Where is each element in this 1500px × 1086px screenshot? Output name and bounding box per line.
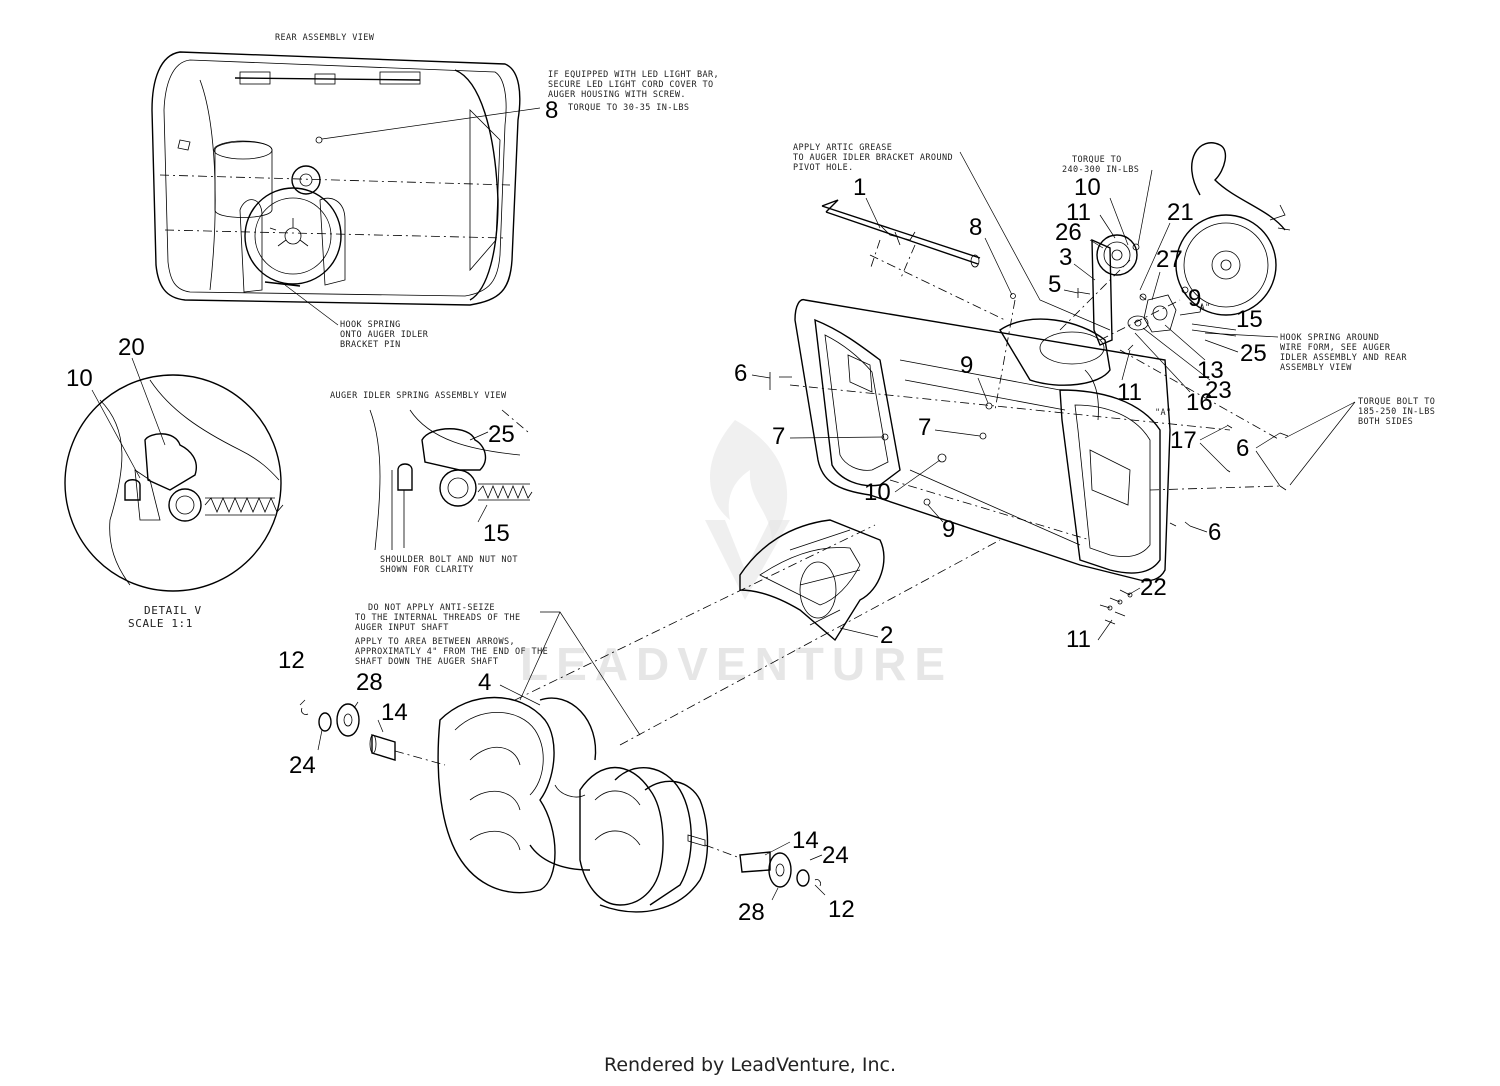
callout-11-mid: 11: [1117, 379, 1142, 406]
callout-20: 20: [118, 334, 145, 361]
note-seize-1: DO NOT APPLY ANTI-SEIZE: [368, 603, 495, 613]
callout-28-right: 28: [738, 899, 765, 926]
callout-9-mid: 9: [960, 352, 973, 379]
callout-6-right: 6: [1236, 435, 1249, 462]
callout-10-mid: 10: [864, 479, 891, 506]
callout-12-right: 12: [828, 896, 855, 923]
note-torque-185-1: TORQUE BOLT TO: [1358, 397, 1435, 407]
note-grease-3: PIVOT HOLE.: [793, 163, 854, 173]
callout-4: 4: [478, 669, 491, 696]
note-hook-3: BRACKET PIN: [340, 340, 401, 350]
callout-14-right: 14: [792, 827, 819, 854]
mark-a-lower: "A": [1155, 408, 1172, 418]
callout-24-left: 24: [289, 752, 316, 779]
callout-10-top: 10: [1074, 174, 1101, 201]
note-shoulder-2: SHOWN FOR CLARITY: [380, 565, 474, 575]
footer-credit: Rendered by LeadVenture, Inc.: [603, 1054, 897, 1076]
note-wire-1: HOOK SPRING AROUND: [1280, 333, 1379, 343]
note-wire-2: WIRE FORM, SEE AUGER: [1280, 343, 1391, 353]
callout-6-low: 6: [1208, 519, 1221, 546]
callout-21: 21: [1167, 199, 1194, 226]
callouts: 1 8 10 11 21 26 3 27 5 9 15 25 13 23 16 …: [278, 174, 1281, 926]
callout-11-low: 11: [1066, 626, 1091, 653]
callout-25: 25: [1240, 340, 1267, 367]
auger: [437, 524, 1001, 913]
note-wire-3: IDLER ASSEMBLY AND REAR: [1280, 353, 1407, 363]
callout-8-rear: 8: [545, 97, 558, 124]
callout-25-idler: 25: [488, 421, 515, 448]
callout-1: 1: [853, 174, 866, 201]
callout-7-mid: 7: [918, 414, 931, 441]
callout-24-right: 24: [822, 842, 849, 869]
bolt-group: [1099, 589, 1133, 625]
callout-27: 27: [1156, 246, 1183, 273]
note-hook-2: ONTO AUGER IDLER: [340, 330, 429, 340]
note-wire-4: ASSEMBLY VIEW: [1280, 363, 1352, 373]
note-grease-2: TO AUGER IDLER BRACKET AROUND: [793, 153, 953, 163]
callout-9-low: 9: [942, 516, 955, 543]
note-torque-240-1: TORQUE TO: [1072, 155, 1122, 165]
note-grease-1: APPLY ARTIC GREASE: [793, 143, 892, 153]
mark-a-upper: "A": [1194, 303, 1211, 313]
callout-17: 17: [1170, 427, 1197, 454]
detail-v-title: DETAIL V: [144, 604, 202, 617]
watermark-text: LEADVENTURE: [520, 638, 953, 690]
note-torque-30: TORQUE TO 30-35 IN-LBS: [568, 103, 689, 113]
note-shoulder-1: SHOULDER BOLT AND NUT NOT: [380, 555, 518, 565]
note-arrows-3: SHAFT DOWN THE AUGER SHAFT: [355, 657, 498, 667]
note-led-1: IF EQUIPPED WITH LED LIGHT BAR,: [548, 70, 719, 80]
callout-16: 16: [1186, 389, 1213, 416]
watermark: LEADVENTURE: [520, 420, 953, 690]
note-torque-185-2: 185-250 IN-LBS: [1358, 407, 1435, 417]
rear-view-title: REAR ASSEMBLY VIEW: [275, 33, 375, 43]
rear-assembly-view: REAR ASSEMBLY VIEW IF EQUIPPED WITH LED …: [151, 33, 719, 350]
callout-11-top: 11: [1066, 199, 1091, 226]
note-led-3: AUGER HOUSING WITH SCREW.: [548, 90, 686, 100]
callout-7-left: 7: [772, 423, 785, 450]
callout-26: 26: [1055, 219, 1082, 246]
callout-8: 8: [969, 214, 982, 241]
callout-2: 2: [880, 622, 893, 649]
callout-22: 22: [1140, 574, 1167, 601]
idler-view-title: AUGER IDLER SPRING ASSEMBLY VIEW: [330, 391, 507, 401]
note-hook-1: HOOK SPRING: [340, 320, 401, 330]
drive-shaft: [821, 199, 981, 281]
note-seize-2: TO THE INTERNAL THREADS OF THE: [355, 613, 521, 623]
callout-6-left: 6: [734, 360, 747, 387]
callout-23: 23: [1205, 377, 1232, 404]
callout-13: 13: [1197, 357, 1224, 384]
note-arrows-2: APPROXIMATLY 4" FROM THE END OF THE: [355, 647, 548, 657]
callout-3: 3: [1059, 244, 1072, 271]
detail-v-scale: SCALE 1:1: [128, 617, 193, 630]
bearing-set-left: [299, 699, 446, 766]
note-torque-240-2: 240-300 IN-LBS: [1062, 165, 1139, 175]
detail-v: 20 10 DETAIL V SCALE 1:1: [64, 334, 284, 630]
callout-9-top: 9: [1188, 285, 1201, 312]
callout-14-left: 14: [381, 699, 408, 726]
note-seize-3: AUGER INPUT SHAFT: [355, 623, 449, 633]
bearing-set-right: [704, 844, 826, 901]
callout-5: 5: [1048, 271, 1061, 298]
auger-idler-spring-view: AUGER IDLER SPRING ASSEMBLY VIEW 25 15 S…: [330, 391, 533, 575]
shave-plate: [739, 519, 885, 642]
note-arrows-1: APPLY TO AREA BETWEEN ARROWS,: [355, 637, 515, 647]
note-torque-185-3: BOTH SIDES: [1358, 417, 1413, 427]
callout-15: 15: [1236, 306, 1263, 333]
callout-28-left: 28: [356, 669, 383, 696]
callout-10-detail: 10: [66, 365, 93, 392]
auger-housing: [769, 142, 1291, 582]
callout-15-idler: 15: [483, 520, 510, 547]
callout-12-left: 12: [278, 647, 305, 674]
note-led-2: SECURE LED LIGHT CORD COVER TO: [548, 80, 714, 90]
